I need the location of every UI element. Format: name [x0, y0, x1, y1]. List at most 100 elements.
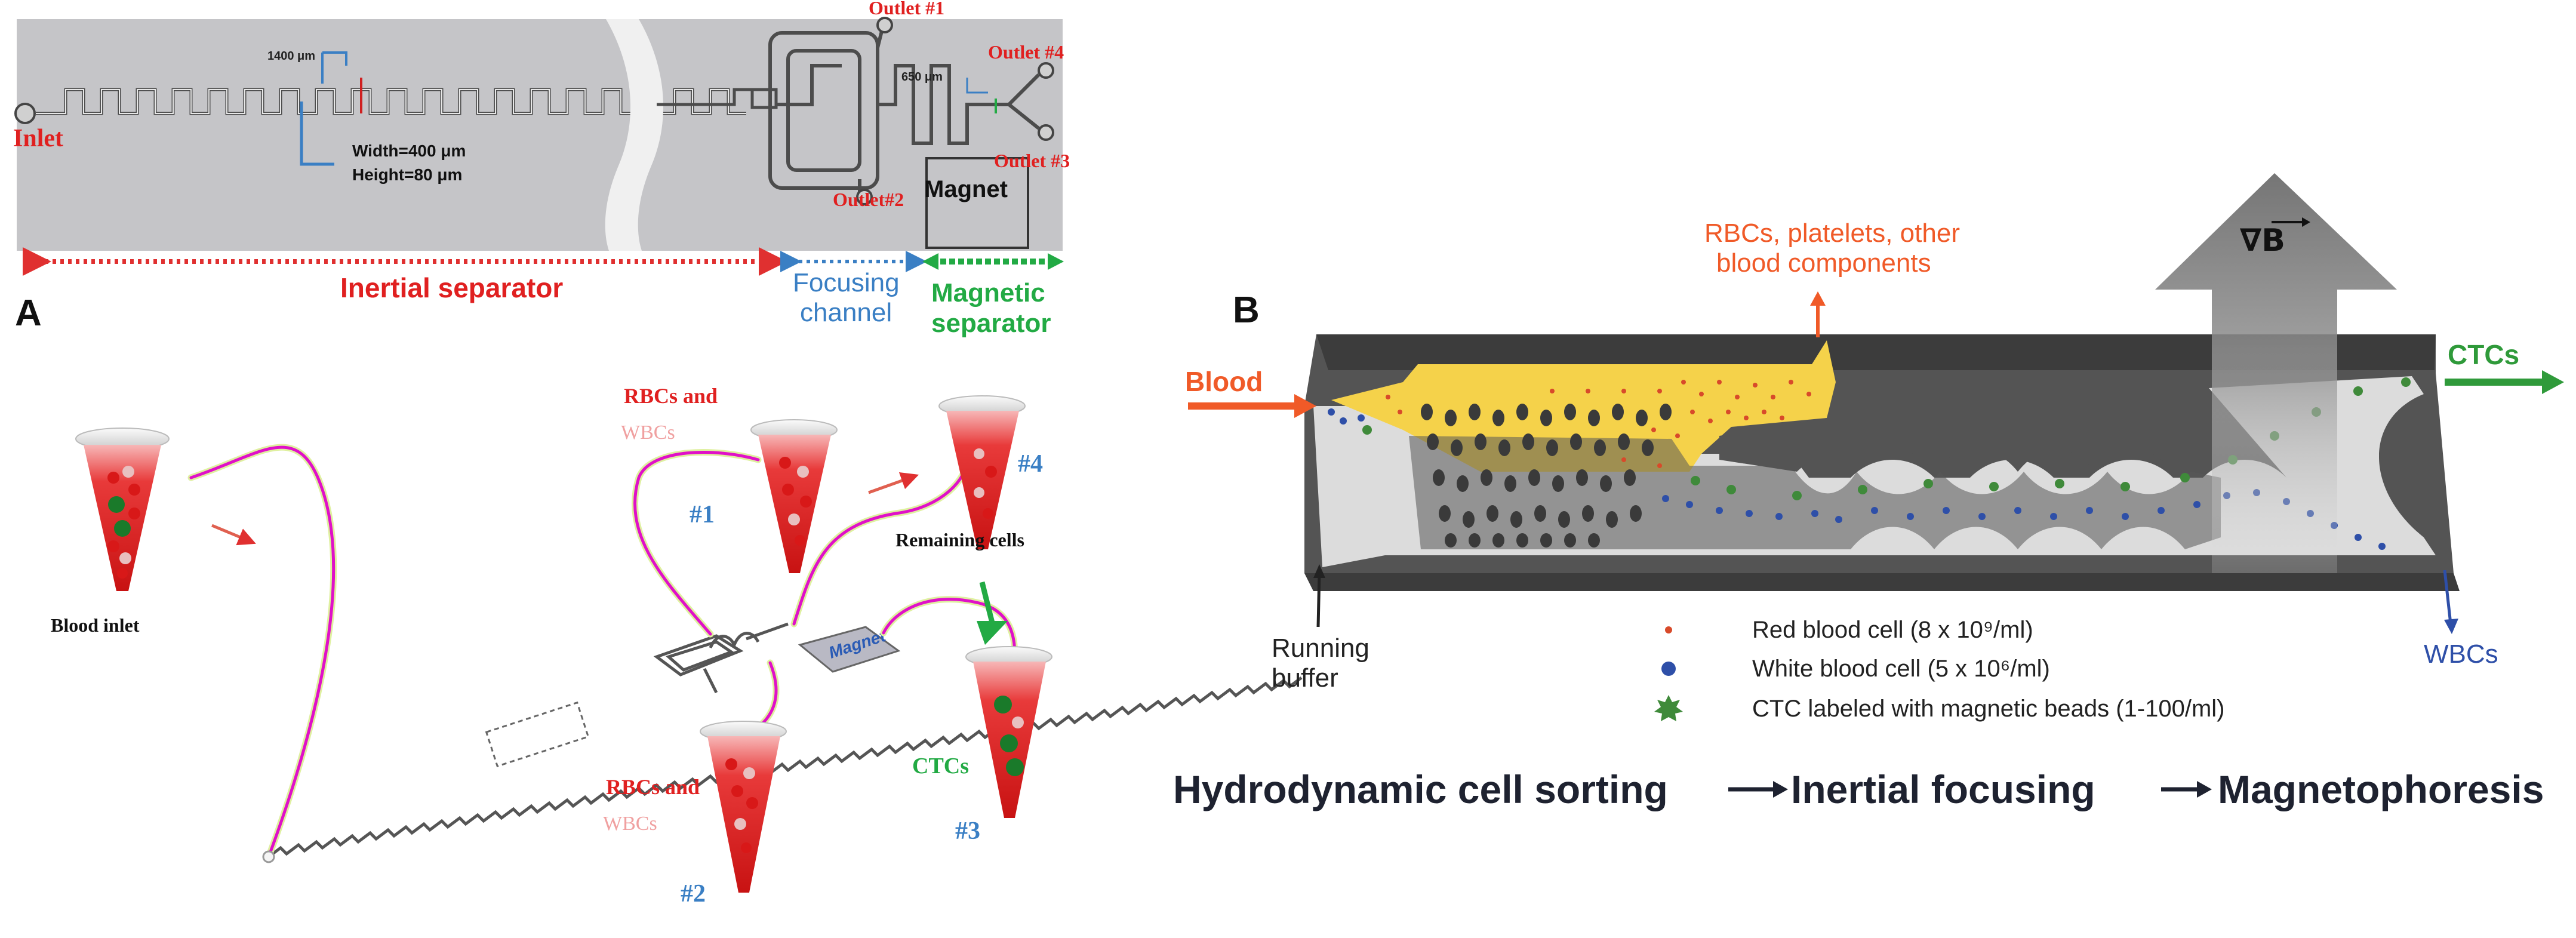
inertial-serpentine-channel-inner: [36, 89, 746, 114]
grad-b-vector-head: [2302, 217, 2310, 227]
legend-wbc-label: White blood cell (5 x 10⁶/ml): [1752, 656, 2050, 682]
pillar-array: [1421, 404, 1672, 548]
magnet-chip: [798, 626, 901, 673]
channel-break-mark: [605, 19, 664, 251]
flow-arrow-2-head: [2197, 781, 2212, 798]
focusing-label-2: channel: [800, 298, 892, 327]
chip-background: [17, 19, 1063, 251]
rbcs-and-label-1: RBCs and: [624, 384, 718, 408]
outlet1-label: Outlet #1: [869, 0, 944, 19]
panel-a-setup: Magnet Blood inlet: [51, 384, 1303, 908]
remaining-cells-label: Remaining cells: [895, 529, 1024, 551]
chip-break-dashed-box: [485, 701, 590, 768]
magnetic-label-1: Magnetic: [931, 278, 1045, 307]
tube-inlet-line: [187, 444, 337, 860]
wbc-outlet-arrowhead: [2444, 619, 2458, 634]
perspective-chip-channel: [267, 676, 1303, 858]
focusing-channel-block: [768, 23, 991, 197]
running-buffer-arrow: [1316, 573, 1321, 628]
tube-outlet4: [938, 395, 1026, 549]
outlet4-number: #4: [1018, 450, 1043, 478]
width-height-arrow: [300, 102, 334, 166]
running-buffer-arrowhead: [1313, 564, 1325, 578]
ctc-flow-arrowhead: [977, 621, 1008, 645]
magnet-label: Magnet: [924, 176, 1008, 202]
blood-inlet-label: Blood inlet: [51, 614, 140, 636]
flow-arrow-1-head: [1773, 781, 1788, 798]
outlet3-label: Outlet #3: [994, 150, 1070, 171]
flow-step-magnetophoresis: Magnetophoresis: [2218, 767, 2544, 811]
outlet1-port: [876, 17, 893, 33]
panel-b-device: ∇B RBCs, platelets, other blood componen…: [1185, 173, 2564, 693]
device-top-face: [1316, 334, 2436, 370]
wbcs-outlet-label: WBCs: [2424, 639, 2498, 669]
magnetic-bracket-head-left: [922, 253, 938, 270]
blood-inlet-arrowhead: [1294, 394, 1316, 418]
dim-650-marker: [966, 78, 988, 94]
tube-outlet2: [700, 721, 787, 893]
panel-b-label: B: [1233, 290, 1260, 331]
outlet1-number: #1: [690, 501, 715, 528]
outlet3-number: #3: [955, 817, 980, 845]
ctc-stars: [1362, 377, 2411, 500]
legend-ctc-star-icon: [1654, 695, 1683, 721]
tube-outlet3: [965, 646, 1052, 818]
grad-b-label: ∇B: [2240, 223, 2285, 259]
ctcs-outlet-label: CTCs: [2448, 339, 2519, 370]
legend-rbc-label: Red blood cell (8 x 10⁹/ml): [1752, 617, 2033, 643]
wbcs-label-1: WBCs: [621, 422, 675, 444]
panel-a-label: A: [15, 293, 42, 334]
inlet-flow-arrow: [211, 524, 256, 546]
running-buffer-label-1: Running: [1272, 633, 1369, 663]
flow-step-hydrodynamic: Hydrodynamic cell sorting: [1173, 767, 1668, 811]
magnetic-gradient-arrow: [2155, 173, 2397, 573]
running-buffer-label-2: buffer: [1272, 663, 1338, 693]
rbcs-and-label-2: RBCs and: [606, 775, 700, 799]
focusing-label-1: Focusing: [793, 268, 900, 297]
magnet-box: [925, 157, 1029, 249]
rbc-dots: [1386, 380, 1811, 468]
outlet4-port: [1038, 62, 1054, 79]
channel-upper-divider: [1719, 418, 2209, 472]
blood-label: Blood: [1185, 366, 1263, 397]
inlet-tube-end: [262, 850, 275, 863]
magnetic-label-2: separator: [931, 309, 1051, 338]
outlet4-flow-arrow: [868, 472, 919, 494]
panel-b-flow-caption: Hydrodynamic cell sorting Inertial focus…: [1173, 767, 2544, 811]
inlet-port: [14, 103, 36, 124]
dim-650-label: 650 μm: [901, 70, 943, 84]
legend-rbc-dot-icon: [1665, 626, 1672, 633]
tube-blood-inlet: [75, 428, 170, 591]
outlet2-number: #2: [681, 880, 706, 908]
inlet-label: Inlet: [13, 125, 63, 152]
wbcs-label-2: WBCs: [603, 813, 657, 835]
rbc-outlet-label-1: RBCs, platelets, other: [1704, 219, 1960, 248]
ctcs-outlet-arrowhead: [2542, 370, 2564, 394]
legend-ctc-label: CTC labeled with magnetic beads (1-100/m…: [1752, 696, 2224, 722]
width-label: Width=400 μm: [352, 142, 466, 160]
flow-step-inertial: Inertial focusing: [1791, 767, 2095, 811]
panel-b-legend: Red blood cell (8 x 10⁹/ml) White blood …: [1654, 617, 2224, 722]
outlet4-label: Outlet #4: [988, 41, 1064, 63]
tube-outlet1-line: [632, 449, 762, 638]
channel-after-break: [657, 88, 778, 109]
dim-1400-label: 1400 μm: [267, 50, 315, 63]
ctcs-label: CTCs: [912, 754, 969, 779]
magnetic-bracket-head-right: [1048, 253, 1064, 270]
dimension-1400-marker: [321, 51, 347, 84]
rbc-outlet-label-2: blood components: [1716, 248, 1931, 278]
tubing-lines: [187, 444, 1018, 860]
panel-a-chip-layout: Magnet 1400 μm Width=400 μm Height=80 μm…: [13, 0, 1070, 251]
height-label: Height=80 μm: [352, 165, 462, 184]
outlet3-port: [1038, 124, 1054, 141]
inertial-separator-label: Inertial separator: [340, 272, 563, 303]
panel-a-section-brackets: Inertial separator Focusing channel Magn…: [23, 247, 1064, 338]
legend-wbc-dot-icon: [1661, 662, 1676, 676]
tube-outlet1: [750, 419, 838, 573]
device-bottom-face: [1304, 573, 2460, 591]
chip-separator-cluster: [653, 622, 789, 694]
wbc-outlet-arrow: [2443, 570, 2452, 625]
rbc-outlet-arrowhead: [1810, 291, 1826, 306]
outlet2-label: Outlet#2: [833, 189, 904, 210]
